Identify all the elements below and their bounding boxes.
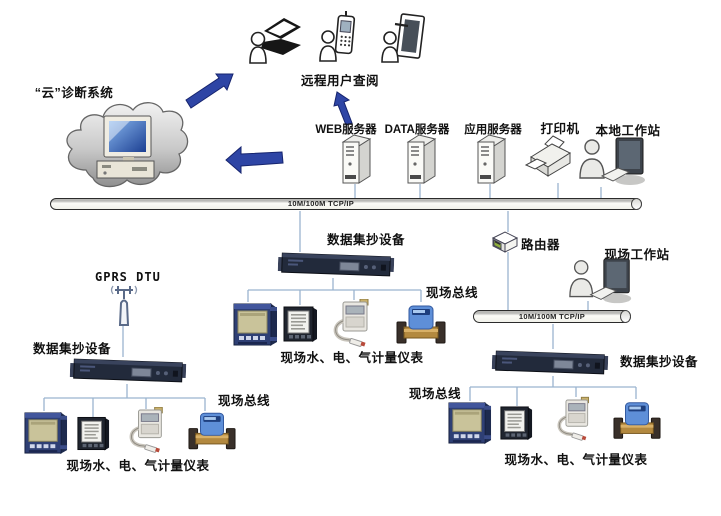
laptop-user-icon (248, 15, 302, 67)
meters-middle-label: 现场水、电、气计量仪表 (280, 351, 424, 365)
power-meter-icon (447, 400, 492, 445)
field-bus-segment-label: 10M/100M TCP/IP (518, 311, 586, 321)
arrow-cloud-to-users (185, 73, 234, 109)
panel-meter-icon (76, 415, 110, 452)
backbone-bus-label: 10M/100M TCP/IP (287, 199, 355, 209)
data-server-label: DATA服务器 (384, 124, 450, 136)
fieldbus-left-label: 现场总线 (217, 394, 270, 408)
gas-meter-icon (556, 396, 594, 442)
flow-arrows (185, 73, 353, 175)
cloud-system-label: “云”诊断系统 (34, 86, 114, 100)
remote-users-label: 远程用户查阅 (300, 74, 379, 88)
router-icon (490, 230, 520, 254)
printer-icon (525, 134, 575, 182)
collector-left-icon (70, 355, 187, 386)
collector-middle-label: 数据集抄设备 (326, 233, 405, 247)
panel-meter-icon (499, 405, 533, 441)
backbone-bus: 10M/100M TCP/IP (50, 198, 642, 210)
flow-meter-icon (396, 302, 446, 346)
web-server-label: WEB服务器 (315, 124, 377, 136)
meters-left-label: 现场水、电、气计量仪表 (66, 459, 210, 473)
field-workstation-icon (568, 257, 634, 306)
arrow-network-to-cloud (225, 145, 284, 175)
collector-middle-icon (278, 249, 395, 280)
printer-label: 打印机 (540, 122, 580, 136)
flow-meter-icon (613, 398, 661, 442)
cloud-computer-icon (60, 92, 192, 196)
router-label: 路由器 (521, 238, 561, 252)
collector-right-icon (492, 347, 609, 378)
power-meter-icon (23, 410, 68, 455)
local-workstation-icon (578, 136, 648, 188)
field-bus-segment: 10M/100M TCP/IP (473, 310, 631, 323)
gas-meter-icon (332, 299, 374, 347)
gprs-antenna-icon (109, 285, 139, 327)
local-workstation-label: 本地工作站 (595, 124, 661, 138)
app-server-label: 应用服务器 (464, 124, 522, 136)
app-server-icon (474, 133, 508, 185)
collector-right-label: 数据集抄设备 (619, 355, 698, 369)
power-meter-icon (232, 301, 278, 347)
collector-left-label: 数据集抄设备 (32, 342, 111, 356)
panel-meter-icon (282, 304, 318, 344)
arrow-servers-to-users (333, 91, 353, 126)
phone-user-icon (318, 11, 358, 67)
data-server-icon (404, 133, 438, 185)
gprs-dtu-label: GPRS DTU (95, 270, 161, 284)
fieldbus-right-label: 现场总线 (408, 387, 461, 401)
flow-meter-icon (188, 409, 236, 452)
web-server-icon (339, 133, 373, 185)
fieldbus-middle-label: 现场总线 (425, 286, 478, 300)
tablet-user-icon (378, 12, 426, 68)
gas-meter-icon (128, 407, 168, 453)
meters-right-label: 现场水、电、气计量仪表 (504, 453, 648, 467)
